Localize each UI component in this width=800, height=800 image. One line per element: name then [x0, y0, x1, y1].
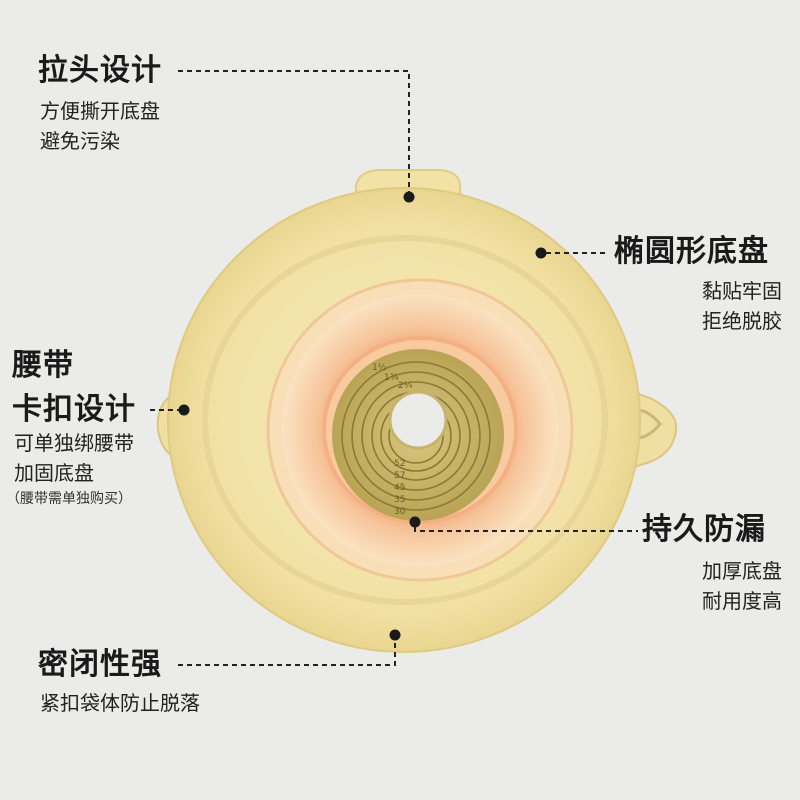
pull-tab-line: 避免污染: [40, 129, 120, 153]
leak-proof-line: 耐用度高: [702, 589, 782, 613]
scale-label: 52: [394, 459, 405, 469]
pull-tab-title: 拉头设计: [38, 53, 162, 88]
belt-clip-note: （腰带需单独购买）: [6, 491, 132, 507]
oval-base-dot: [535, 247, 547, 259]
flange-inner-edge: [202, 235, 608, 605]
oval-base-line: 拒绝脱胶: [702, 309, 782, 333]
seal-line: 紧扣袋体防止脱落: [40, 691, 200, 715]
stoma-hole: [388, 390, 448, 450]
leak-proof-title: 持久防漏: [642, 512, 766, 547]
scale-label: 1½: [372, 363, 387, 373]
pull-tab-dot: [403, 191, 415, 203]
belt-clip-line: 可单独绑腰带: [14, 431, 134, 455]
oval-base-line: 黏贴牢固: [702, 279, 782, 303]
scale-label: 35: [394, 495, 405, 505]
scale-label: 30: [394, 507, 406, 517]
leak-proof-dot: [409, 516, 421, 528]
belt-clip-title: 腰带: [12, 348, 74, 383]
scale-label: 57: [394, 471, 405, 481]
scale-label: 2¼: [398, 381, 413, 391]
pull-tab-line: 方便撕开底盘: [40, 99, 160, 123]
seal-dot: [389, 629, 401, 641]
scale-labels: 52 57 45 35 30 1½ 1¾ 2¼: [372, 363, 413, 517]
oval-base-title: 椭圆形底盘: [614, 234, 769, 269]
belt-clip-line: 加固底盘: [14, 461, 94, 485]
leak-proof-line: 加厚底盘: [702, 559, 782, 583]
scale-label: 45: [394, 483, 405, 493]
scale-label: 1¾: [384, 373, 399, 383]
seal-title: 密闭性强: [38, 647, 162, 682]
leader-dots: [178, 191, 547, 641]
belt-clip-title: 卡扣设计: [12, 392, 136, 427]
belt-clip-dot: [178, 404, 190, 416]
